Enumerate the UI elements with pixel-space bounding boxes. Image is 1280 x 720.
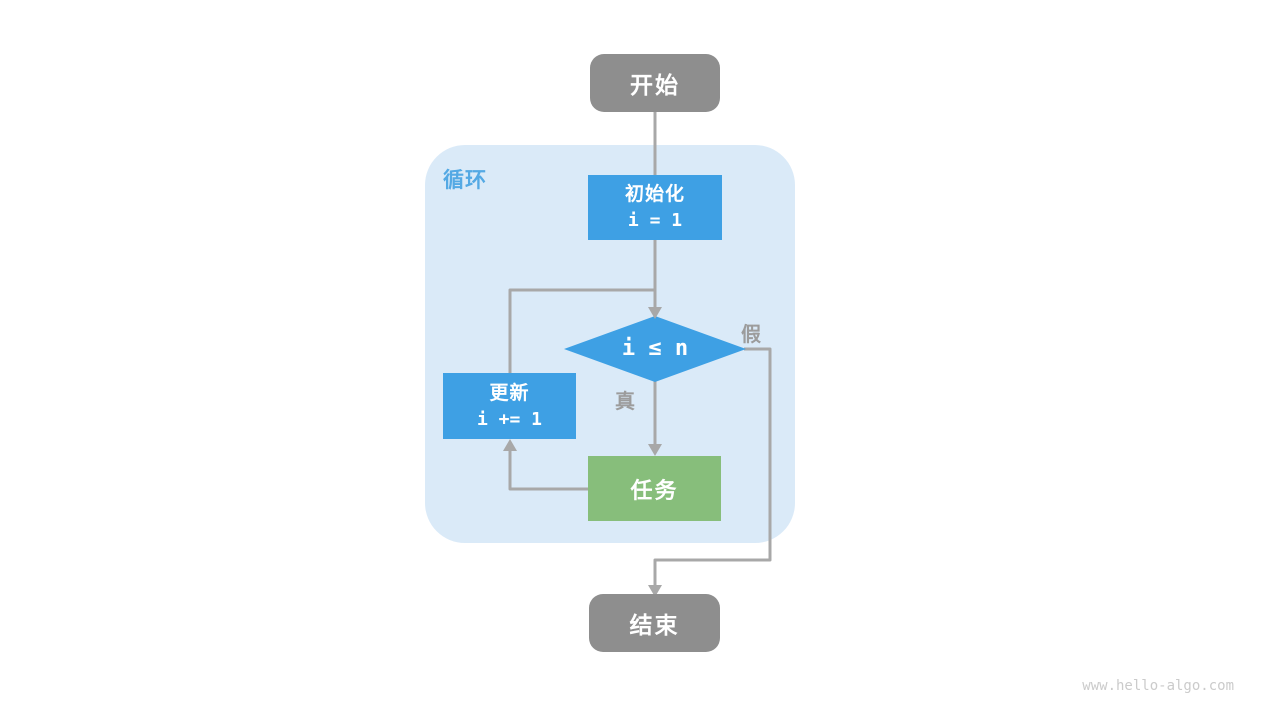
update-node-title: 更新 — [489, 382, 530, 404]
init-node: 初始化 i = 1 — [588, 175, 722, 240]
arrowhead-into-update — [503, 439, 517, 451]
start-node: 开始 — [590, 54, 720, 112]
start-node-label: 开始 — [630, 72, 680, 98]
watermark: www.hello-algo.com — [1082, 678, 1234, 694]
false-branch-label: 假 — [741, 324, 761, 346]
update-node-code: i += 1 — [476, 408, 543, 430]
loop-scope-label: 循环 — [443, 169, 487, 192]
condition-diamond — [564, 316, 746, 382]
edge-update-loopback — [508, 288, 654, 374]
update-node: 更新 i += 1 — [443, 373, 576, 439]
init-node-code: i = 1 — [627, 210, 683, 231]
arrowhead-into-end — [648, 585, 662, 597]
arrowhead-into-condition — [648, 307, 662, 319]
end-node: 结束 — [589, 594, 720, 652]
true-branch-label: 真 — [615, 391, 635, 413]
arrowhead-into-task — [648, 444, 662, 456]
edge-condition-false-to-end — [653, 347, 772, 587]
edge-task-to-update — [508, 449, 589, 491]
task-node: 任务 — [588, 456, 721, 521]
init-node-title: 初始化 — [624, 184, 685, 205]
task-node-label: 任务 — [630, 477, 679, 503]
condition-node-code: i ≤ n — [621, 336, 689, 361]
end-node-label: 结束 — [629, 612, 680, 638]
